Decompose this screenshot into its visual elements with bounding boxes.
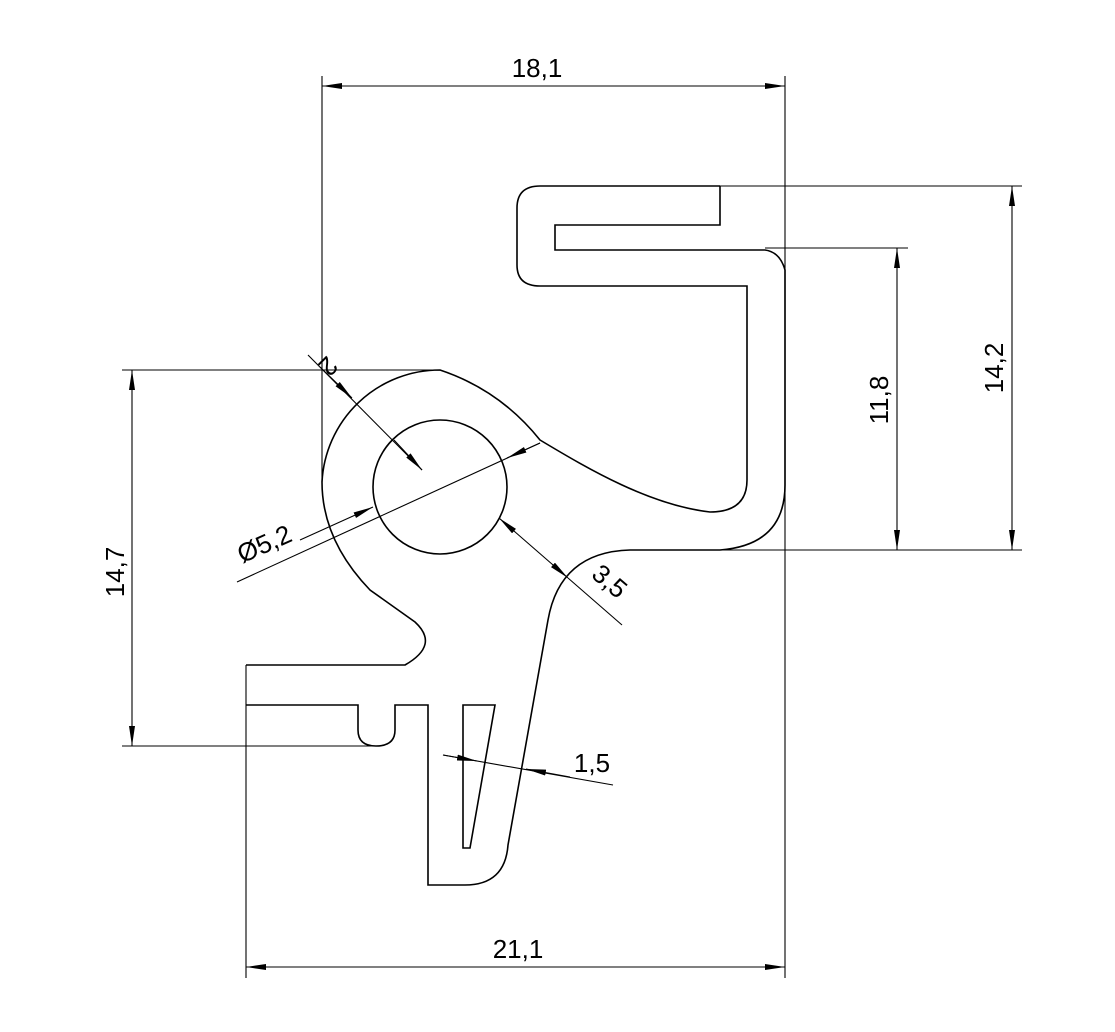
dim-hole-diameter: Ø5,2 (232, 519, 296, 569)
dim-lip-thickness: 1,5 (574, 748, 610, 778)
slot (462, 704, 496, 849)
hole (372, 419, 508, 555)
dim-right-height-inner: 11,8 (864, 376, 894, 425)
dimension-lines (129, 83, 1015, 970)
dim-right-height-outer: 14,2 (979, 343, 1009, 394)
profile-outline (246, 185, 786, 886)
dim-left-height: 14,7 (100, 547, 130, 598)
dim-bottom-width: 21,1 (493, 934, 544, 964)
dim-top-width: 18,1 (512, 53, 563, 83)
dim-wall-gap: 3,5 (586, 558, 633, 604)
dim-wall-thickness: 2 (313, 351, 344, 382)
extension-lines (122, 76, 1022, 978)
